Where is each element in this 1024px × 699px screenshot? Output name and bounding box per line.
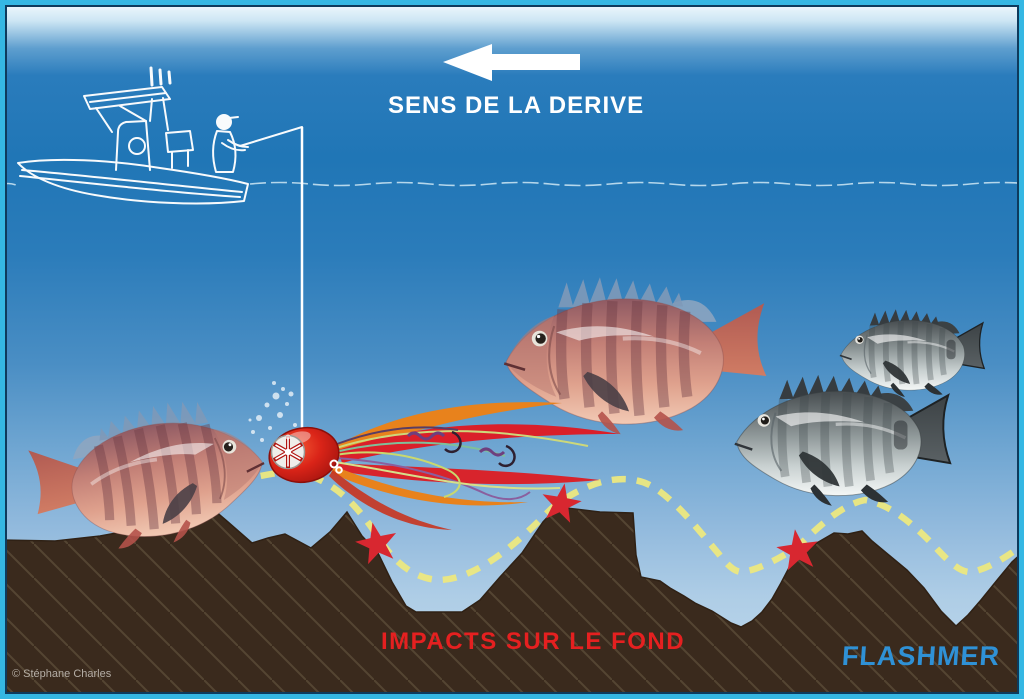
fishing-rod (239, 126, 303, 147)
tenya-lure-skirt (329, 402, 620, 530)
tenya-lure-head (268, 426, 343, 484)
hook-icon (498, 444, 516, 468)
drift-arrow-icon (443, 44, 580, 81)
bubbles (248, 381, 297, 442)
boat-illustration (17, 66, 303, 205)
lure-trajectory-dashed-line (141, 467, 1024, 584)
brand-logo: FLASHMER (840, 641, 1002, 671)
drift-direction-label: SENS DE LA DERIVE (388, 92, 645, 119)
impacts-label: IMPACTS SUR LE FOND (381, 628, 686, 655)
angler-figure (212, 114, 249, 173)
gray-seabream-large (735, 375, 950, 506)
gray-seabream-small (840, 309, 984, 397)
hook-icon (444, 430, 462, 454)
red-seabream-large-center (504, 277, 766, 434)
copyright-text: © Stéphane Charles (12, 668, 112, 680)
seafloor (0, 506, 1024, 699)
